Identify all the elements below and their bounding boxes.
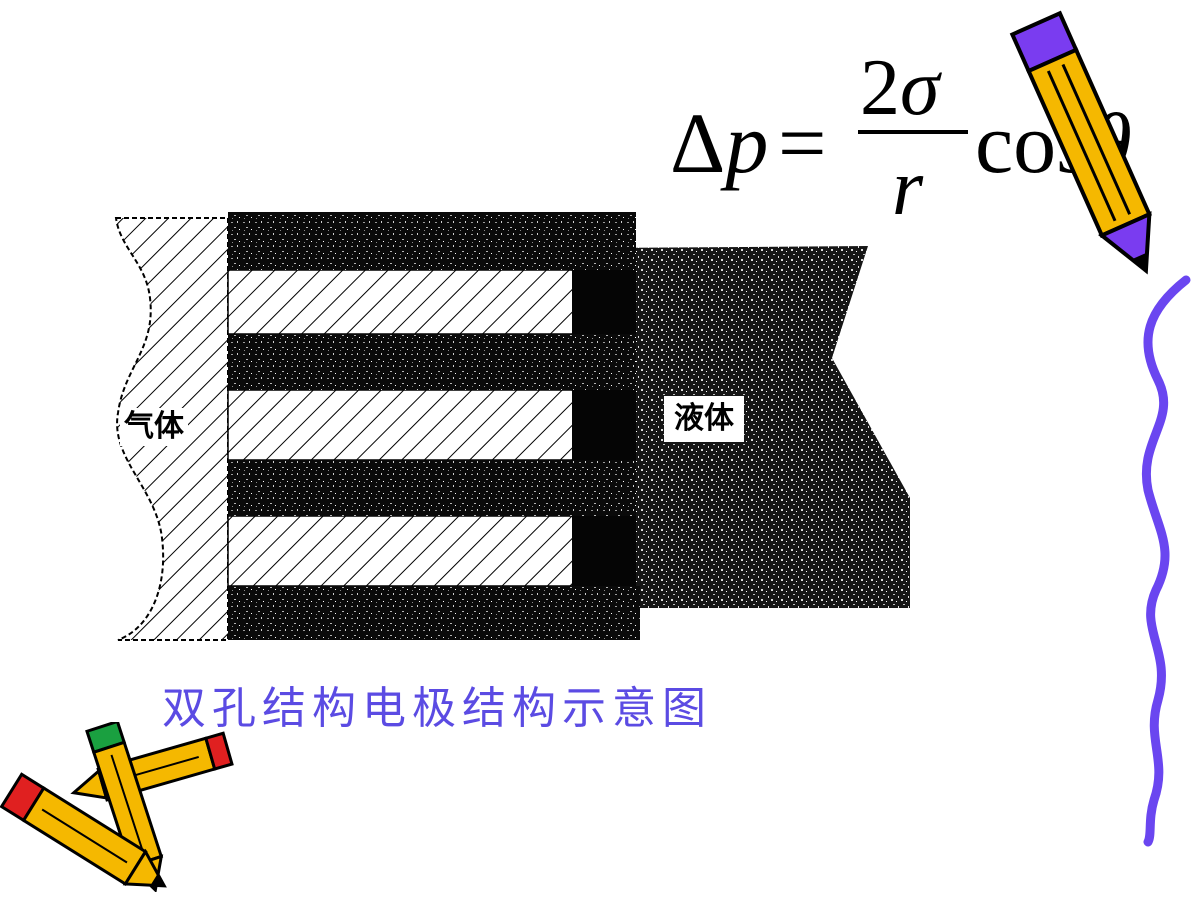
electrode-slab-2 [228, 334, 636, 390]
gas-pore-upper [227, 269, 585, 335]
fraction-bar [858, 130, 968, 134]
gas-pore-lower [227, 515, 585, 587]
gas-pore-middle [227, 389, 585, 461]
electrode-slab-4 [228, 586, 640, 640]
liquid-region [610, 246, 910, 608]
sigma-var: σ [900, 44, 940, 132]
equals-sign: = [778, 95, 827, 191]
electrode-slab-1 [228, 212, 636, 270]
double-pore-electrode-diagram [114, 212, 910, 641]
diagram-caption: 双孔结构电极结构示意图 [162, 683, 712, 734]
fraction-numerator: 2σ [860, 48, 939, 128]
liquid-label: 液体 [664, 396, 744, 442]
electrode-back-plate [572, 212, 636, 638]
wavy-line-decoration [1141, 275, 1191, 847]
electrode-slab-3 [228, 460, 636, 516]
gas-label: 气体 [120, 408, 188, 446]
pressure-var: p [725, 95, 769, 191]
pencil-icon [1009, 10, 1152, 275]
numerator-coef: 2 [860, 44, 900, 132]
delta-symbol: Δ [670, 95, 726, 191]
fraction-denominator: r [892, 144, 924, 232]
crossed-pencils-icon [0, 722, 234, 892]
